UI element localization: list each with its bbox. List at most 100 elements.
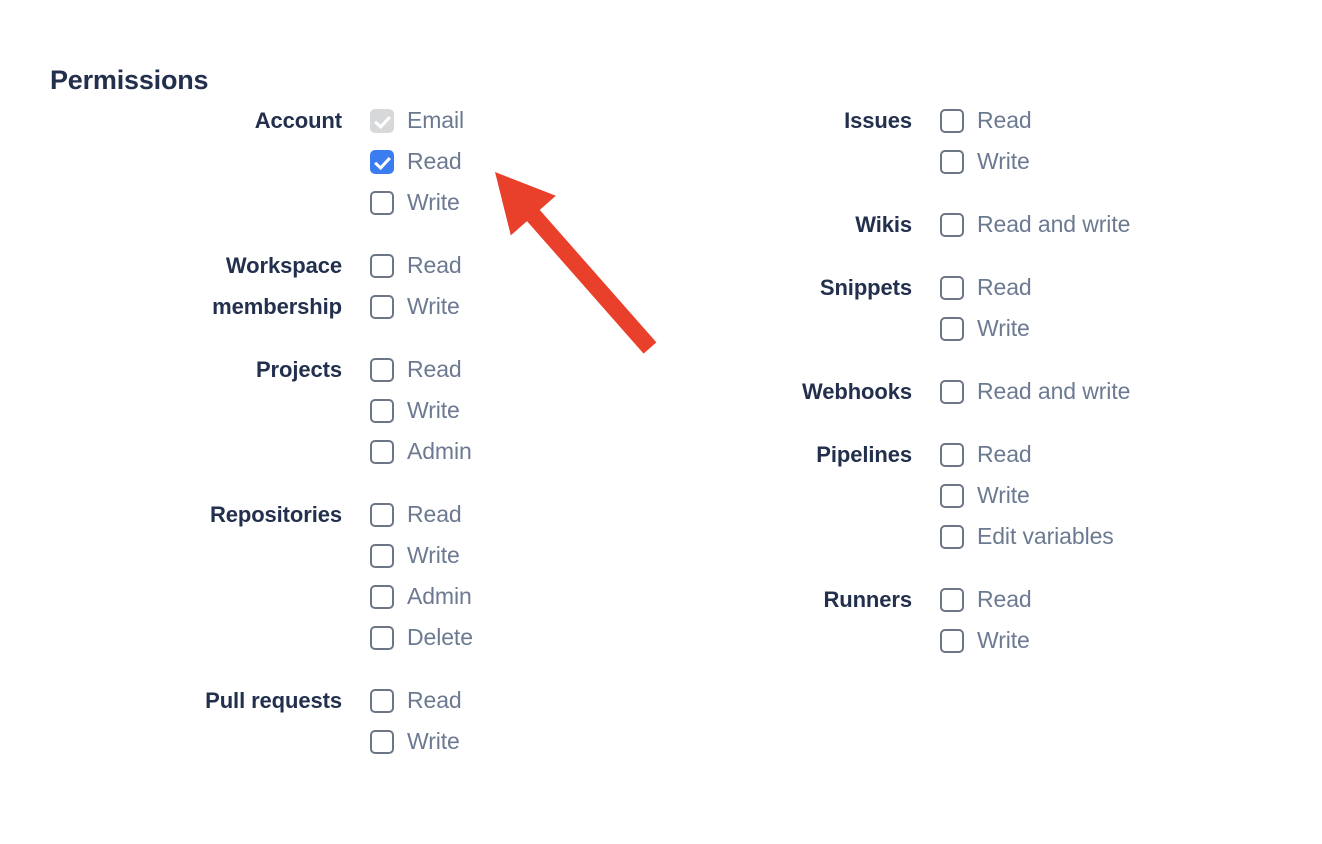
checkbox-label[interactable]: Write xyxy=(977,315,1030,341)
permission-option-row: Read and write xyxy=(940,371,1322,412)
checkbox-wikis-read-and-write[interactable] xyxy=(940,212,964,237)
permission-option-row: Read xyxy=(940,100,1322,141)
checkbox-label[interactable]: Write xyxy=(407,542,460,568)
permission-group-label: Pipelines xyxy=(816,442,912,467)
permission-group-wikis: Wikis Read and write xyxy=(660,204,1322,245)
permission-option-row: Read xyxy=(940,267,1322,308)
permission-group-label: Pull requests xyxy=(205,688,342,713)
checkbox-account-read[interactable] xyxy=(370,149,394,174)
checkbox-label[interactable]: Admin xyxy=(407,583,472,609)
permission-option-row: Write xyxy=(940,141,1322,182)
checkbox-snippets-write[interactable] xyxy=(940,316,964,341)
checkbox-label[interactable]: Write xyxy=(977,148,1030,174)
checkbox-pipelines-write[interactable] xyxy=(940,483,964,508)
permission-option-row: Read xyxy=(940,579,1322,620)
permission-option-row: Delete xyxy=(370,617,660,658)
permission-option-row: Write xyxy=(370,721,660,762)
checkbox-label[interactable]: Write xyxy=(407,397,460,423)
permission-option-row: Admin xyxy=(370,431,660,472)
checkbox-projects-admin[interactable] xyxy=(370,439,394,464)
checkbox-label[interactable]: Read xyxy=(407,687,462,713)
permission-group-label: Repositories xyxy=(209,502,342,527)
checkbox-label[interactable]: Read xyxy=(407,148,462,174)
permission-option-row: Read xyxy=(370,141,660,182)
permission-option-row: Edit variables xyxy=(940,516,1322,557)
checkbox-label[interactable]: Write xyxy=(977,627,1030,653)
permission-group-label: Issues xyxy=(844,108,912,133)
checkbox-repositories-write[interactable] xyxy=(370,543,394,568)
checkbox-label[interactable]: Read and write xyxy=(977,378,1131,404)
checkbox-runners-write[interactable] xyxy=(940,628,964,653)
permission-option-row: Read xyxy=(370,494,660,535)
checkbox-pull-requests-read[interactable] xyxy=(370,688,394,713)
checkbox-label[interactable]: Delete xyxy=(407,624,473,650)
permission-option-row: Read xyxy=(370,349,660,390)
checkbox-issues-write[interactable] xyxy=(940,149,964,174)
checkbox-label[interactable]: Read xyxy=(407,356,462,382)
permission-group-label: Wikis xyxy=(855,212,912,237)
checkbox-label[interactable]: Read xyxy=(407,252,462,278)
checkbox-workspace-membership-read[interactable] xyxy=(370,253,394,278)
checkbox-label[interactable]: Write xyxy=(407,728,460,754)
permission-option-row: Write xyxy=(370,535,660,576)
checkbox-account-write[interactable] xyxy=(370,190,394,215)
checkbox-runners-read[interactable] xyxy=(940,587,964,612)
permission-option-row: Read and write xyxy=(940,204,1322,245)
checkbox-repositories-read[interactable] xyxy=(370,502,394,527)
checkbox-pipelines-read[interactable] xyxy=(940,442,964,467)
permission-option-row: Write xyxy=(370,286,660,327)
permission-group-label: Account xyxy=(254,108,342,133)
checkbox-label[interactable]: Read and write xyxy=(977,211,1131,237)
checkbox-label[interactable]: Read xyxy=(977,274,1032,300)
checkbox-repositories-admin[interactable] xyxy=(370,584,394,609)
checkbox-label: Email xyxy=(407,107,465,133)
permission-option-row: Write xyxy=(940,308,1322,349)
checkbox-label[interactable]: Read xyxy=(977,441,1032,467)
checkbox-label[interactable]: Read xyxy=(407,501,462,527)
checkbox-label[interactable]: Write xyxy=(407,293,460,319)
checkbox-label[interactable]: Admin xyxy=(407,438,472,464)
permission-option-row: Write xyxy=(940,620,1322,661)
checkbox-label[interactable]: Read xyxy=(977,107,1032,133)
permission-option-row: Write xyxy=(370,390,660,431)
checkbox-projects-read[interactable] xyxy=(370,357,394,382)
permission-options: Read and write xyxy=(912,371,1322,412)
checkbox-snippets-read[interactable] xyxy=(940,275,964,300)
checkbox-label[interactable]: Read xyxy=(977,586,1032,612)
permission-option-row: Read xyxy=(370,680,660,721)
checkbox-webhooks-read-and-write[interactable] xyxy=(940,379,964,404)
page-title: Permissions xyxy=(50,65,209,96)
checkbox-label[interactable]: Write xyxy=(977,482,1030,508)
permission-group-label: Snippets xyxy=(819,275,912,300)
permission-option-row: Read xyxy=(370,245,660,286)
checkbox-repositories-delete[interactable] xyxy=(370,625,394,650)
permission-group-label: Projects xyxy=(255,357,342,382)
checkbox-issues-read[interactable] xyxy=(940,108,964,133)
checkbox-projects-write[interactable] xyxy=(370,398,394,423)
checkbox-workspace-membership-write[interactable] xyxy=(370,294,394,319)
checkbox-account-email xyxy=(370,108,394,133)
checkbox-label[interactable]: Write xyxy=(407,189,460,215)
checkbox-label[interactable]: Edit variables xyxy=(977,523,1114,549)
checkbox-pipelines-edit-variables[interactable] xyxy=(940,524,964,549)
checkbox-pull-requests-write[interactable] xyxy=(370,729,394,754)
permission-option-row: Write xyxy=(940,475,1322,516)
